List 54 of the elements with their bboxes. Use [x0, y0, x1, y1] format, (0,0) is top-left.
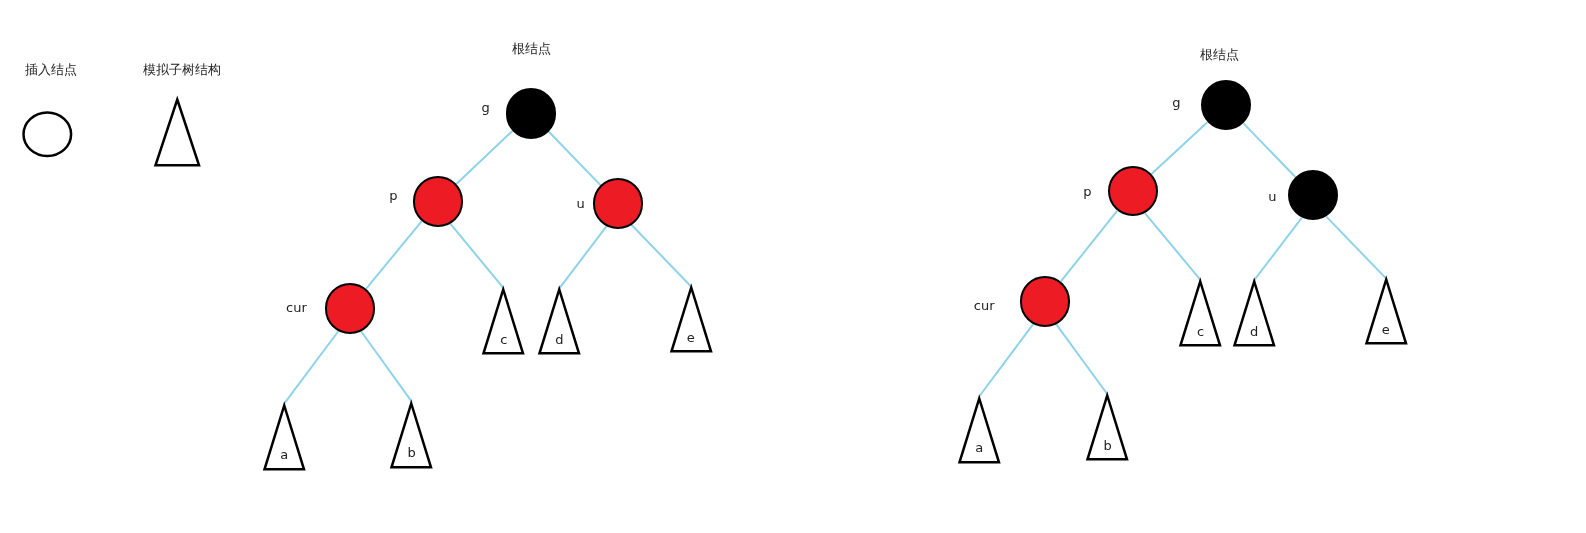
- tree-edge: [449, 222, 505, 290]
- node-label: p: [389, 187, 398, 203]
- subtree-label: a: [974, 440, 985, 456]
- node-label: u: [1268, 188, 1277, 204]
- subtree-label: e: [685, 330, 696, 345]
- tree-edge: [1059, 209, 1119, 283]
- tree-edge: [978, 322, 1035, 398]
- subtree-triangle: [538, 288, 581, 355]
- tree-edge: [283, 330, 340, 405]
- subtree-triangle: [1179, 280, 1222, 347]
- tree-edge: [1242, 122, 1297, 179]
- subtree-label: a: [279, 447, 290, 463]
- subtree-triangle: [1086, 394, 1129, 462]
- tree-edge: [630, 223, 692, 288]
- tree-edge: [360, 330, 413, 403]
- tree-edge: [455, 129, 514, 185]
- node-label: p: [1083, 183, 1092, 199]
- subtree-label: b: [1102, 438, 1113, 454]
- tree-edge: [547, 130, 602, 187]
- subtree-triangle: [957, 396, 1001, 464]
- subtree-triangle: [390, 401, 433, 469]
- subtree-label: c: [1196, 323, 1206, 339]
- legend-label: 模拟子树结构: [143, 60, 222, 79]
- tree-node-circle: [1200, 79, 1252, 131]
- subtree-triangle: [1364, 278, 1407, 345]
- tree-edge: [558, 224, 608, 290]
- tree-node-circle: [592, 178, 644, 229]
- node-label: g: [481, 99, 490, 115]
- node-label: u: [576, 195, 585, 211]
- legend-label: 插入结点: [24, 60, 77, 79]
- tree-node-circle: [1107, 165, 1159, 217]
- node-label: cur: [973, 297, 995, 313]
- tree-edge: [1055, 323, 1109, 396]
- subtree-label: d: [554, 332, 565, 347]
- tree-edge: [365, 219, 423, 290]
- subtree-triangle: [482, 288, 525, 355]
- node-label: g: [1172, 94, 1181, 110]
- node-label: cur: [286, 300, 307, 315]
- tree-node-circle: [412, 176, 464, 227]
- tree-node-circle: [1287, 169, 1339, 221]
- tree-edge: [1325, 215, 1387, 280]
- subtree-label: b: [406, 445, 417, 461]
- tree-edge: [1253, 216, 1303, 282]
- subtree-label: d: [1249, 323, 1260, 339]
- subtree-label: e: [1380, 321, 1391, 337]
- node-label: 根结点: [1200, 45, 1240, 64]
- subtree-label: c: [499, 332, 509, 347]
- subtree-triangle: [263, 403, 306, 471]
- subtree-triangle: [1233, 280, 1276, 347]
- tree-node-circle: [505, 88, 557, 139]
- node-label: 根结点: [511, 39, 551, 58]
- tree-edge: [1150, 121, 1209, 175]
- tree-edge: [1144, 212, 1202, 282]
- subtree-triangle: [669, 286, 713, 353]
